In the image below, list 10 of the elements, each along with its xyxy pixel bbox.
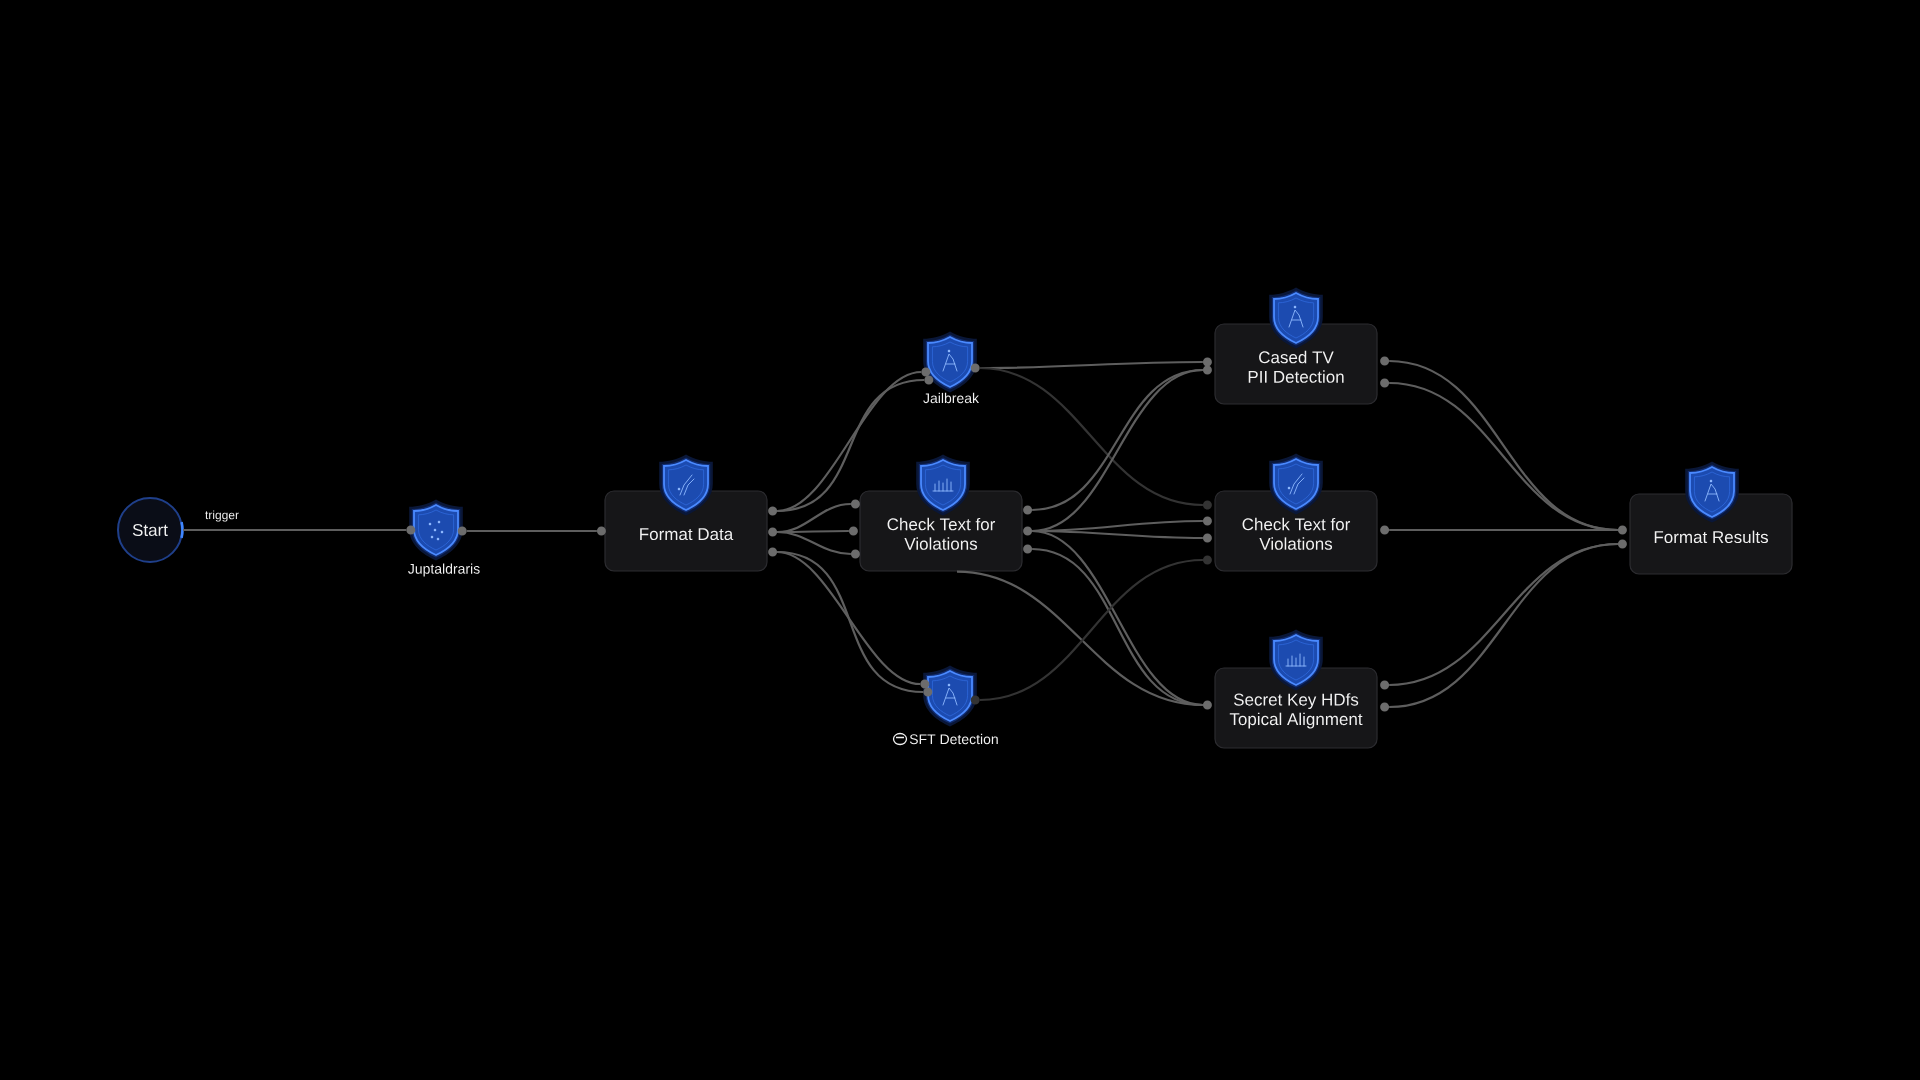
process-box: Cased TV PII Detection	[1214, 323, 1378, 405]
node-label: Juptaldraris	[408, 563, 480, 577]
node-label: SFT Detection	[909, 733, 998, 745]
edge-label: trigger	[203, 508, 241, 524]
process-box: Check Text for Violations	[1214, 490, 1378, 572]
process-box: Secret Key HDfs Topical Alignment	[1214, 667, 1378, 749]
process-box: Format Results	[1629, 493, 1793, 575]
process-box: Check Text for Violations	[859, 490, 1023, 572]
node-label: Jailbreak	[923, 392, 980, 404]
process-box: Format Data	[604, 490, 768, 572]
